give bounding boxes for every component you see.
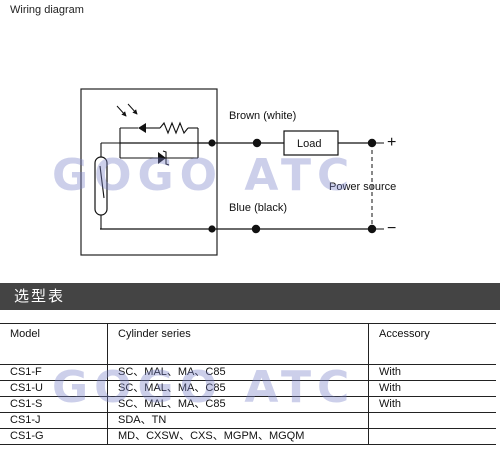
header-model: Model <box>0 324 108 365</box>
reed-switch <box>95 157 107 215</box>
section-banner: 选型表 <box>0 283 500 310</box>
power-source-label: Power source <box>329 181 396 193</box>
cell-cylinder-series: SC、MAL、MA、C85 <box>108 365 369 381</box>
model-selection-table: Model Cylinder series Accessory CS1-F SC… <box>0 323 496 445</box>
blue-wire-label: Blue (black) <box>229 202 287 214</box>
section-title: 选型表 <box>0 287 65 305</box>
cell-cylinder-series: SC、MAL、MA、C85 <box>108 381 369 397</box>
cell-cylinder-series: SDA、TN <box>108 413 369 429</box>
cell-cylinder-series: SC、MAL、MA、C85 <box>108 397 369 413</box>
resistor <box>160 123 188 133</box>
cell-accessory: With <box>369 365 497 381</box>
header-accessory: Accessory <box>369 324 497 365</box>
table-header-row: Model Cylinder series Accessory <box>0 324 496 365</box>
node-plus <box>368 139 376 147</box>
led-diode <box>138 123 146 133</box>
cell-model: CS1-G <box>0 429 108 445</box>
cell-cylinder-series: MD、CXSW、CXS、MGPM、MGQM <box>108 429 369 445</box>
table-row: CS1-U SC、MAL、MA、C85 With <box>0 381 496 397</box>
minus-terminal-label: − <box>387 220 396 237</box>
header-cylinder-series: Cylinder series <box>108 324 369 365</box>
table-row: CS1-J SDA、TN <box>0 413 496 429</box>
table-row: CS1-G MD、CXSW、CXS、MGPM、MGQM <box>0 429 496 445</box>
cell-accessory <box>369 429 497 445</box>
table-row: CS1-F SC、MAL、MA、C85 With <box>0 365 496 381</box>
brown-wire-label: Brown (white) <box>229 110 296 122</box>
plus-terminal-label: + <box>387 134 396 151</box>
table-row: CS1-S SC、MAL、MA、C85 With <box>0 397 496 413</box>
cell-accessory: With <box>369 381 497 397</box>
node-blue-1 <box>208 225 215 232</box>
cell-model: CS1-F <box>0 365 108 381</box>
node-blue-2 <box>252 225 260 233</box>
cell-accessory: With <box>369 397 497 413</box>
node-minus <box>368 225 376 233</box>
cell-model: CS1-J <box>0 413 108 429</box>
wiring-diagram: Brown (white) Load Power source Blue (bl… <box>0 0 500 270</box>
sensor-housing <box>81 89 217 255</box>
load-label: Load <box>297 138 321 150</box>
node-brown-2 <box>253 139 261 147</box>
cell-model: CS1-U <box>0 381 108 397</box>
cell-model: CS1-S <box>0 397 108 413</box>
cell-accessory <box>369 413 497 429</box>
zener-diode <box>158 152 166 164</box>
